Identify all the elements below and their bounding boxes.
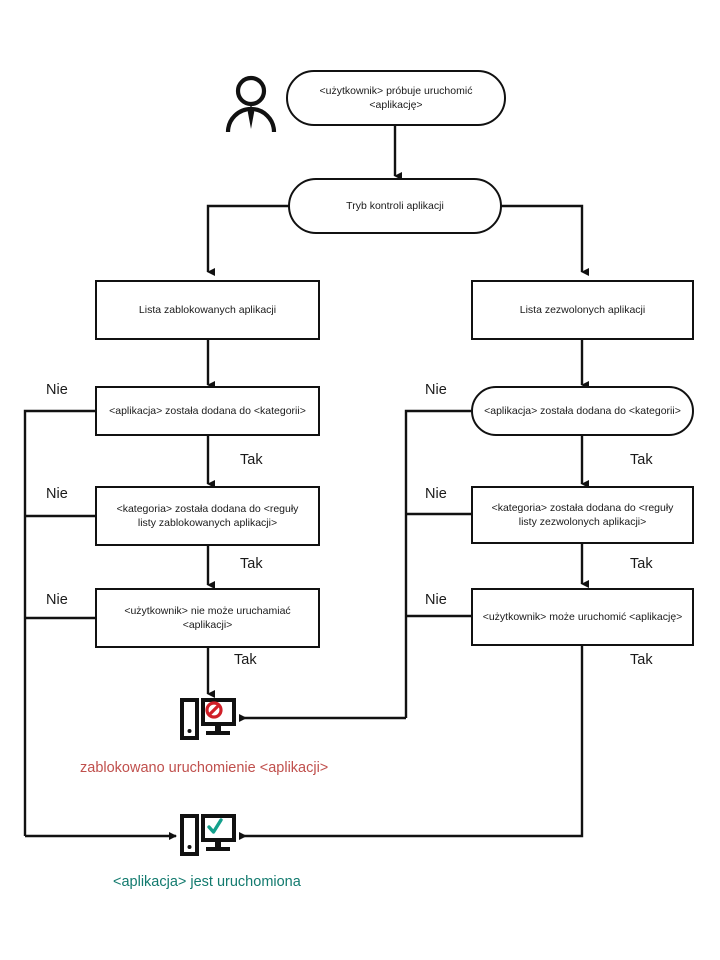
edge-label-right-no-2: Nie [425,486,447,502]
edge-label-left-yes-1: Tak [240,452,263,468]
node-start-text: <użytkownik> próbuje uruchomić <aplikacj… [319,84,473,111]
edge-label-left-no-2: Nie [46,486,68,502]
node-user-can-text: <użytkownik> może uruchomić <aplikację> [482,610,683,623]
computer-blocked-icon [180,698,236,742]
node-application-control-mode: Tryb kontroli aplikacji [288,178,502,234]
edge-label-right-no-1: Nie [425,382,447,398]
edge-label-right-no-3: Nie [425,592,447,608]
node-deny-app-category-text: <aplikacja> została dodana do <kategorii… [109,404,306,417]
edge-label-left-yes-2: Tak [240,556,263,572]
node-mode-text: Tryb kontroli aplikacji [346,199,444,212]
edge-label-right-yes-1: Tak [630,452,653,468]
edge-label-right-yes-2: Tak [630,556,653,572]
node-allow-app-added-to-category: <aplikacja> została dodana do <kategorii… [471,386,694,436]
edge-label-left-yes-3: Tak [234,652,257,668]
node-allow-category-added-to-rule: <kategoria> została dodana do <reguły li… [471,486,694,544]
node-allow-app-category-text: <aplikacja> została dodana do <kategorii… [484,404,681,417]
node-denied-applications-list: Lista zablokowanych aplikacji [95,280,320,340]
computer-allowed-icon [180,814,236,858]
node-allowlist-text: Lista zezwolonych aplikacji [519,303,646,316]
edge-label-left-no-1: Nie [46,382,68,398]
node-denylist-text: Lista zablokowanych aplikacji [138,303,277,316]
node-allowed-applications-list: Lista zezwolonych aplikacji [471,280,694,340]
edge-label-left-no-3: Nie [46,592,68,608]
node-user-cannot-start-app: <użytkownik> nie może uruchamiać <aplika… [95,588,320,648]
user-person-icon [220,72,282,134]
node-user-can-start-app: <użytkownik> może uruchomić <aplikację> [471,588,694,646]
node-user-cannot-text: <użytkownik> nie może uruchamiać <aplika… [124,604,291,631]
node-deny-category-rule-text: <kategoria> została dodana do <reguły li… [116,502,299,529]
blocked-outcome-caption: zablokowano uruchomienie <aplikacji> [80,760,329,776]
node-start: <użytkownik> próbuje uruchomić <aplikacj… [286,70,506,126]
node-allow-category-rule-text: <kategoria> została dodana do <reguły li… [491,501,674,528]
node-deny-category-added-to-rule: <kategoria> została dodana do <reguły li… [95,486,320,546]
node-deny-app-added-to-category: <aplikacja> została dodana do <kategorii… [95,386,320,436]
edge-label-right-yes-3: Tak [630,652,653,668]
allowed-outcome-caption: <aplikacja> jest uruchomiona [113,874,301,890]
